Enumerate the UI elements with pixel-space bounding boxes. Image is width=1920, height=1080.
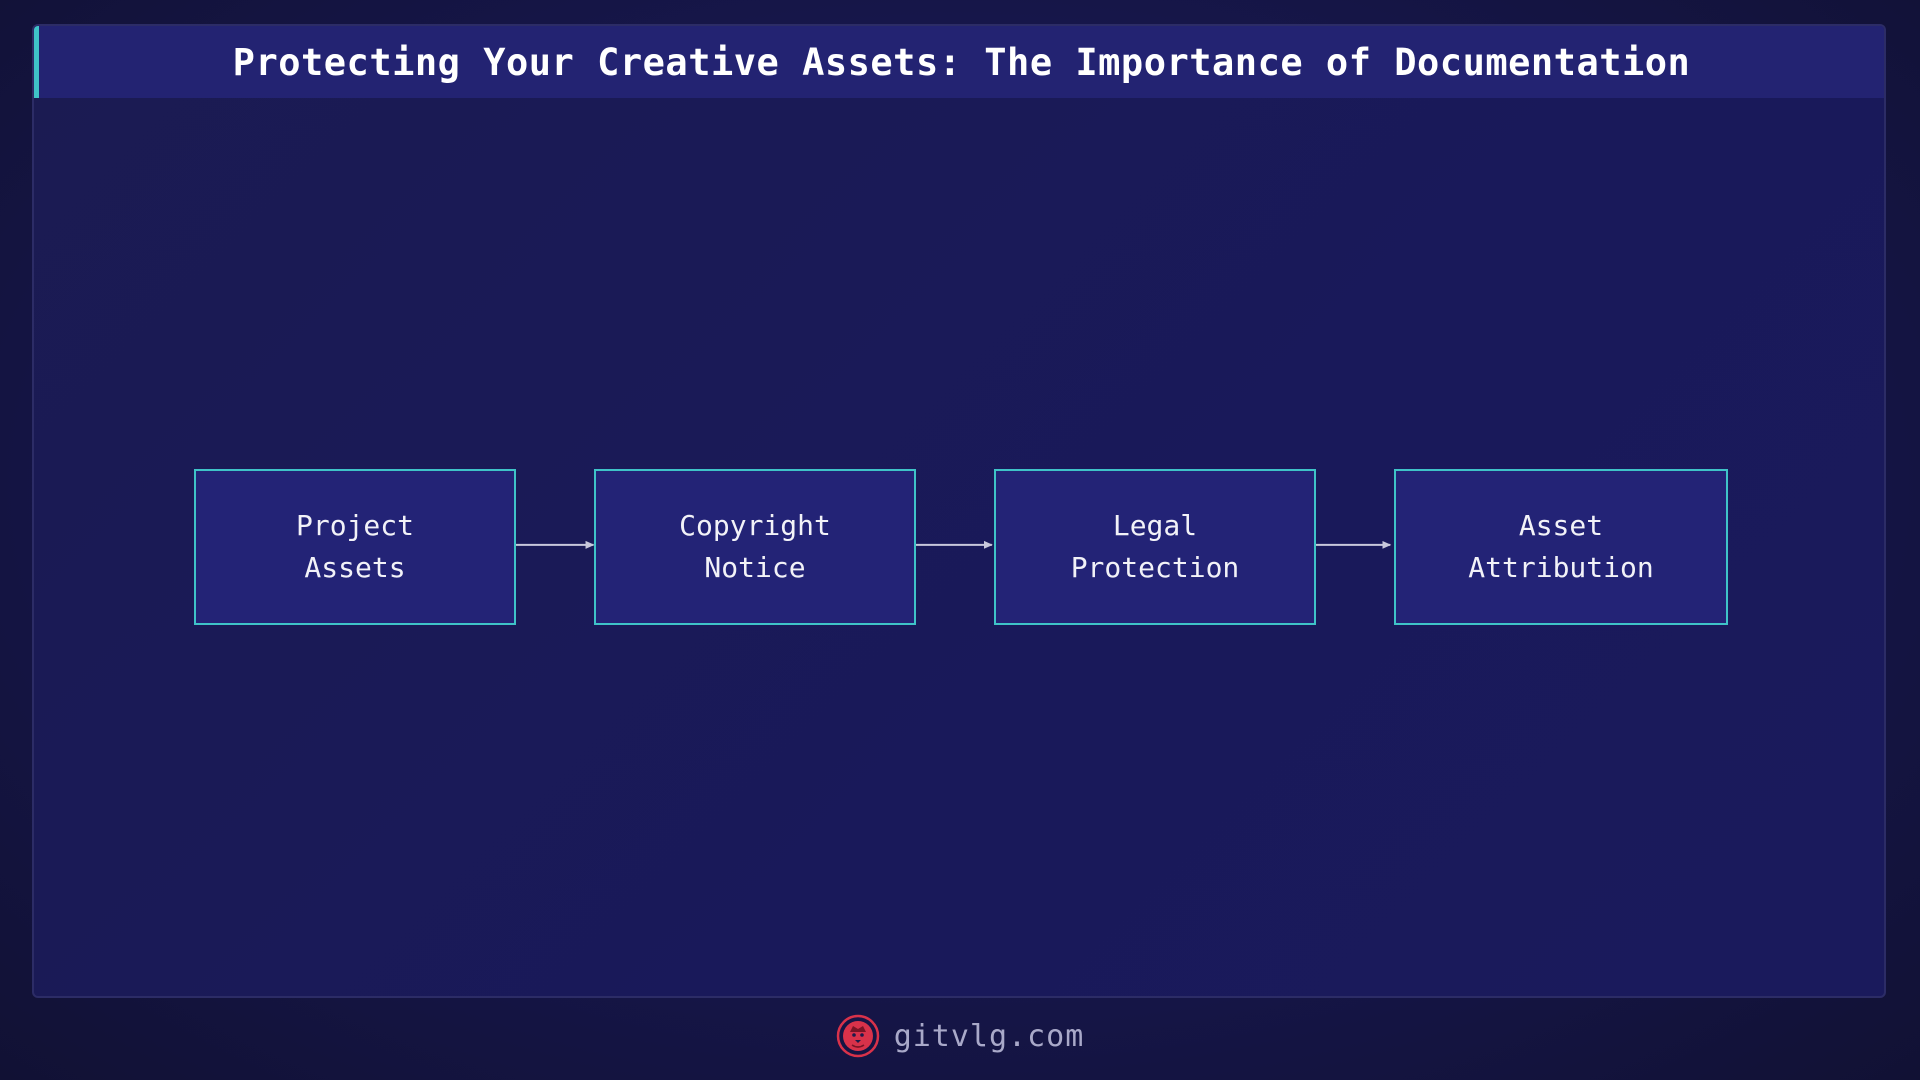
node-project-assets: Project Assets [194,469,516,625]
node-legal-protection: Legal Protection [994,469,1316,625]
lion-head-icon [836,1014,879,1058]
node-label: Copyright Notice [679,509,831,584]
title-bar: Protecting Your Creative Assets: The Imp… [34,26,1884,98]
page-title: Protecting Your Creative Assets: The Imp… [232,40,1691,84]
footer-site-text: gitvlg.com [893,1018,1085,1054]
flow-diagram: Project Assets Copyright Notice Legal Pr… [34,26,1884,996]
footer: gitvlg.com [0,1010,1920,1062]
node-label: Asset Attribution [1468,509,1654,584]
node-label: Legal Protection [1070,509,1240,584]
node-label: Project Assets [295,509,414,584]
node-asset-attribution: Asset Attribution [1394,469,1728,625]
content-panel: Protecting Your Creative Assets: The Imp… [32,24,1886,998]
node-copyright-notice: Copyright Notice [594,469,916,625]
